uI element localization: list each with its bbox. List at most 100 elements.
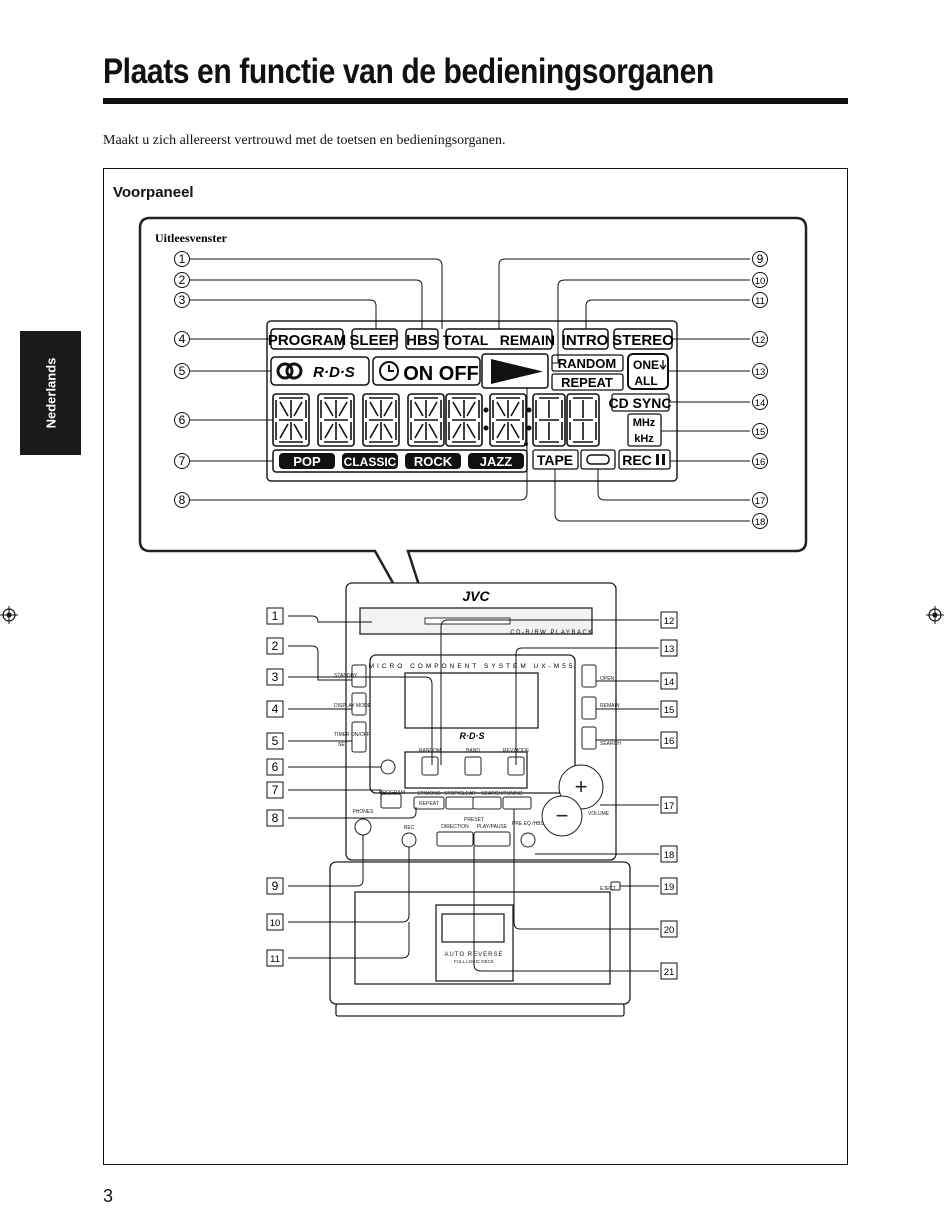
callout-number: 11 <box>755 296 765 307</box>
disc-label: CD-R/RW PLAYBACK <box>510 630 593 636</box>
program-button[interactable] <box>380 793 402 809</box>
callout-number: 14 <box>664 677 675 688</box>
display-mode-button[interactable] <box>351 692 367 716</box>
open-button[interactable] <box>581 664 597 688</box>
ind-random: RANDOM <box>558 356 617 371</box>
pre-eq-hbs-button[interactable] <box>520 832 536 848</box>
lbl-stop-clear: STOP/CLEAR <box>444 791 476 797</box>
device-rds-logo: R·D·S <box>460 731 485 741</box>
callout-marker <box>752 251 768 267</box>
ind-rock: ROCK <box>414 454 453 469</box>
lbl-remain: REMAIN <box>600 703 620 709</box>
callout-marker <box>660 962 678 980</box>
ind-rec: REC <box>622 452 652 468</box>
title-rule <box>103 98 848 104</box>
intro-text: Maakt u zich allereerst vertrouwd met de… <box>103 133 506 148</box>
callout-marker <box>266 877 284 895</box>
lbl-open: OPEN <box>600 676 615 682</box>
model-line: MICRO COMPONENT SYSTEM UX-M55 <box>369 663 576 670</box>
ind-tape: TAPE <box>537 452 573 468</box>
callout-marker <box>266 700 284 718</box>
tape-direction-icon <box>586 454 610 465</box>
callout-marker <box>266 607 284 625</box>
callout-marker <box>752 423 768 439</box>
ind-program: PROGRAM <box>268 332 346 349</box>
repeat-button[interactable] <box>413 796 445 810</box>
callout-number: 4 <box>272 702 279 716</box>
ind-rds: R·D·S <box>313 364 355 381</box>
section-heading: Voorpaneel <box>113 184 194 201</box>
callout-number: 12 <box>755 335 766 346</box>
callout-marker <box>174 492 190 508</box>
lbl-phones: PHONES <box>352 809 374 815</box>
digit-3 <box>362 393 400 447</box>
lbl-search-tuning: SEARCH/TUNING <box>481 791 523 797</box>
repeat-arrow-icon <box>659 360 667 371</box>
callout-number: 8 <box>179 493 186 507</box>
search-back-button[interactable] <box>472 796 502 810</box>
lbl-random: RANDOM <box>419 748 441 754</box>
band-button[interactable] <box>464 756 482 776</box>
callout-number: 13 <box>755 367 766 378</box>
callout-marker <box>752 363 768 379</box>
callout-number: 21 <box>664 967 675 978</box>
callout-marker <box>266 758 284 776</box>
callout-marker <box>266 913 284 931</box>
callout-marker <box>266 637 284 655</box>
callout-number: 2 <box>179 273 186 287</box>
lbl-pre-eq: PRE EQ /HBS <box>512 821 545 827</box>
callout-marker <box>266 949 284 967</box>
digit-7 <box>532 393 566 447</box>
lbl-standby: STANDBY <box>334 673 358 679</box>
rec-button[interactable] <box>401 832 417 848</box>
phones-jack[interactable] <box>354 818 372 836</box>
ind-all: ALL <box>634 374 657 388</box>
search-forward-button[interactable] <box>502 796 532 810</box>
callout-marker <box>660 611 678 629</box>
callout-number: 10 <box>270 918 281 929</box>
callout-number: 2 <box>272 639 279 653</box>
standby-button[interactable] <box>351 664 367 688</box>
callout-marker <box>174 272 190 288</box>
callout-number: 18 <box>664 850 675 861</box>
lbl-display-mode: DISPLAY MODE <box>334 703 372 709</box>
callout-marker <box>660 639 678 657</box>
callout-marker <box>174 412 190 428</box>
search-button[interactable] <box>581 726 597 750</box>
registration-mark-right-icon <box>926 606 944 624</box>
pause-icon <box>656 454 659 465</box>
callout-number: 9 <box>757 252 764 266</box>
callout-marker <box>752 292 768 308</box>
callout-number: 13 <box>664 644 675 655</box>
callout-marker <box>752 513 768 529</box>
direction-button[interactable] <box>436 831 474 847</box>
timer-set-button[interactable] <box>351 721 367 753</box>
callout-marker <box>752 394 768 410</box>
ind-sleep: SLEEP <box>349 332 398 349</box>
callout-marker <box>752 331 768 347</box>
callout-marker <box>174 331 190 347</box>
page-title: Plaats en functie van de bedieningsorgan… <box>103 52 714 91</box>
callout-marker <box>174 251 190 267</box>
callout-number: 17 <box>755 496 766 507</box>
volume-minus-knob[interactable] <box>541 795 583 837</box>
play-pause-button[interactable] <box>473 831 511 847</box>
callout-number: 6 <box>272 760 279 774</box>
callout-marker <box>266 732 284 750</box>
callout-marker <box>660 731 678 749</box>
lbl-preset: PRESET <box>464 817 484 823</box>
minus-icon: − <box>556 803 569 828</box>
ind-mhz: MHz <box>633 417 656 429</box>
plus-icon: + <box>575 774 588 799</box>
stop-clear-button[interactable] <box>445 796 475 810</box>
remain-button[interactable] <box>581 696 597 720</box>
ind-repeat: REPEAT <box>561 375 613 390</box>
callout-number: 19 <box>664 882 675 893</box>
ind-cd-sync: CD SYNC <box>608 395 671 411</box>
callout-number: 1 <box>272 609 279 623</box>
ind-intro: INTRO <box>562 332 609 349</box>
random-button[interactable] <box>421 756 439 776</box>
ind-pop: POP <box>293 454 321 469</box>
lbl-volume: VOLUME <box>588 811 610 817</box>
